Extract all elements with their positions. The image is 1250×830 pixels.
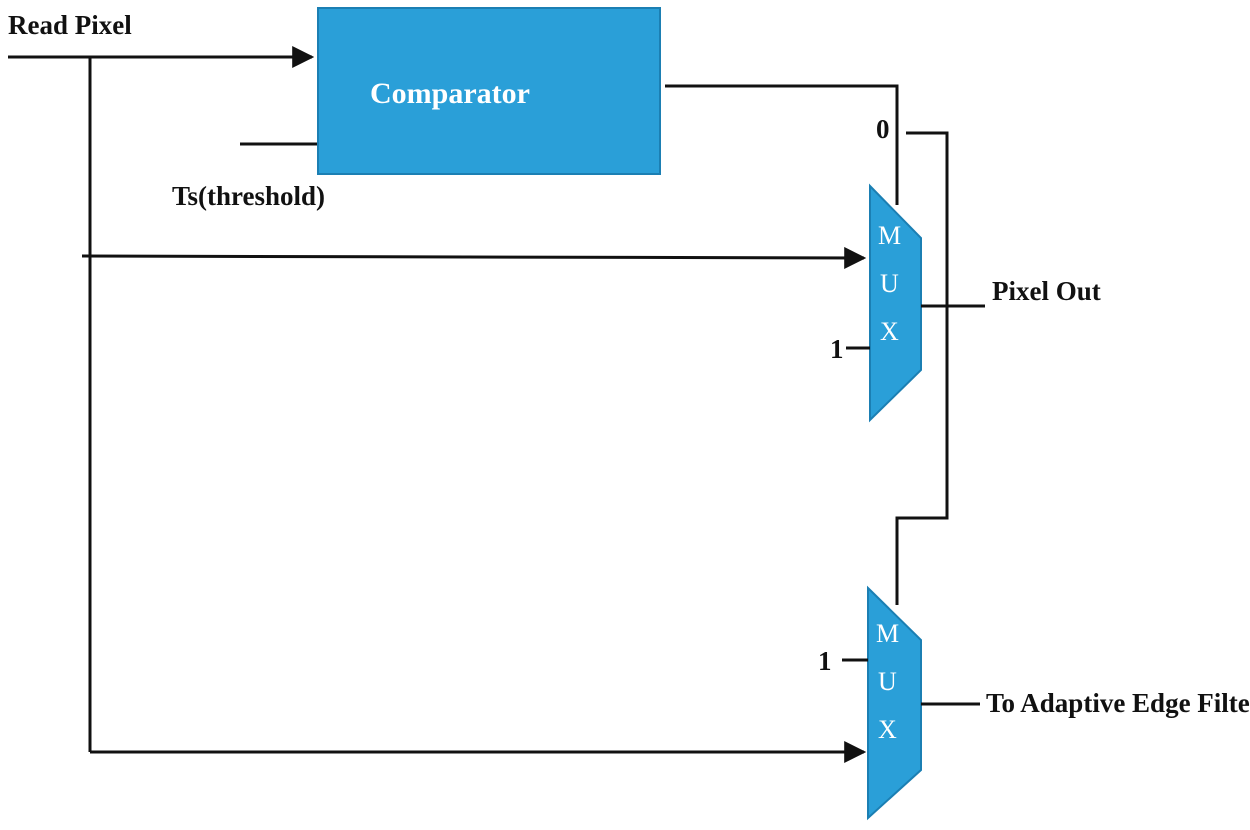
comparator-output-wire <box>665 84 899 205</box>
mux2-input-1-label: 1 <box>818 646 832 676</box>
mux1-block <box>869 183 922 423</box>
edge-filter-label: To Adaptive Edge Filter <box>986 688 1250 718</box>
mux2-letter-u: U <box>878 667 897 696</box>
mux1-letter-u: U <box>880 269 899 298</box>
threshold-label: Ts(threshold) <box>172 181 325 211</box>
mux2-letter-x: X <box>878 715 897 744</box>
mux1-input-0-label: 0 <box>876 114 890 144</box>
mux2-letter-m: M <box>876 619 899 648</box>
mux1-letter-m: M <box>878 221 901 250</box>
comparator-block <box>317 7 661 175</box>
feedback-wire <box>895 131 949 605</box>
mux1-letter-x: X <box>880 317 899 346</box>
pixel-out-label: Pixel Out <box>992 276 1101 306</box>
comparator-label: Comparator <box>370 77 530 110</box>
mux1-input-1-label: 1 <box>830 334 844 364</box>
mux1-data-wire <box>81 246 867 269</box>
read-pixel-label: Read Pixel <box>8 10 132 40</box>
mux2-block <box>867 585 922 821</box>
